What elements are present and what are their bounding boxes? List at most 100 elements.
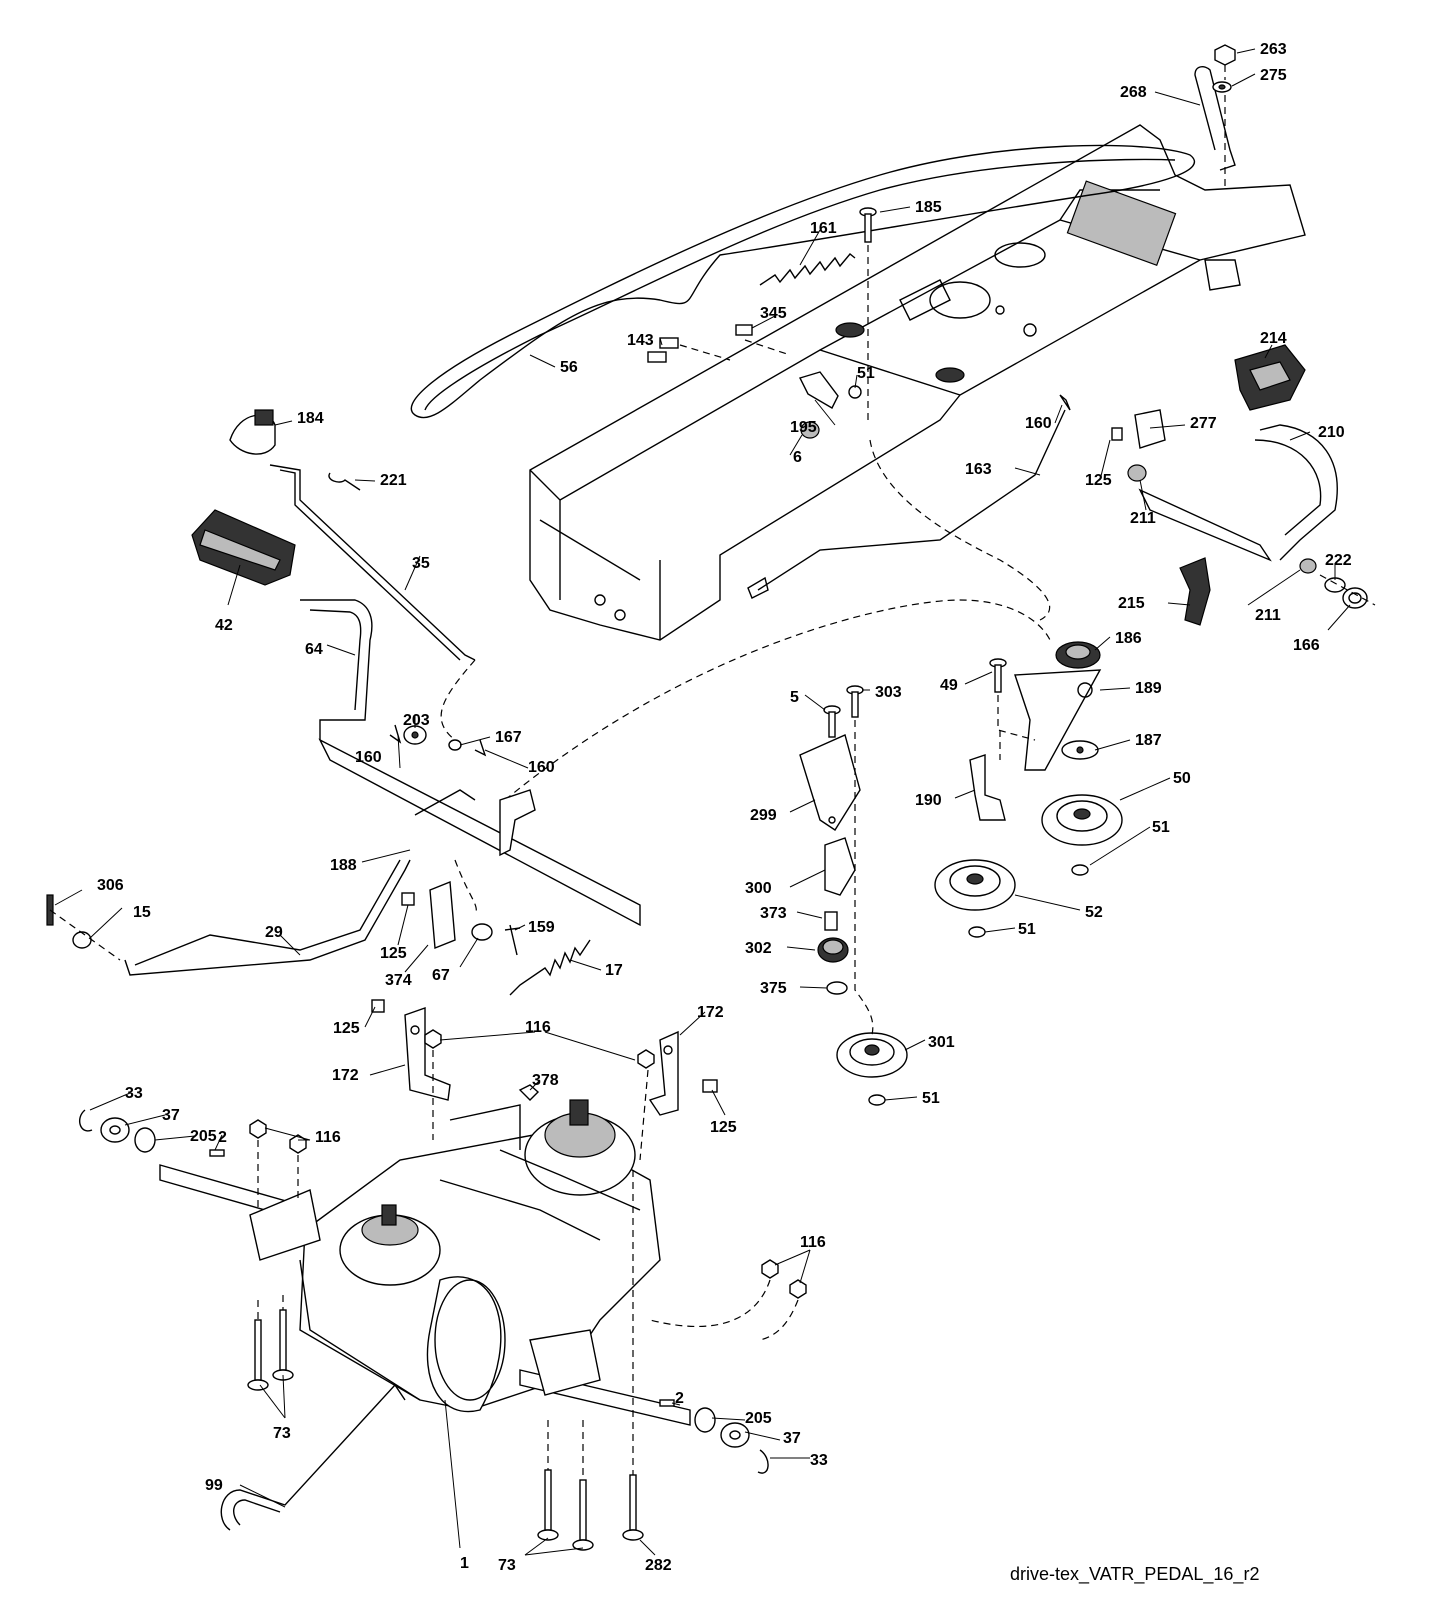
callout-166: 166 [1293, 637, 1320, 654]
rod-29 [124, 859, 411, 976]
bracket-189 [1014, 669, 1102, 771]
bolt-73-left-b [272, 1309, 294, 1381]
washer-275 [1212, 81, 1232, 93]
washer-15 [72, 931, 92, 949]
callout-205-right: 205 [745, 1410, 772, 1427]
nut-116-right-a [761, 1259, 779, 1279]
callout-2-right: 2 [675, 1390, 684, 1407]
callout-210: 210 [1318, 424, 1345, 441]
callout-373: 373 [760, 905, 787, 922]
callout-15: 15 [133, 904, 151, 921]
bracket-172-left [404, 1007, 451, 1101]
bolt-185 [859, 207, 877, 420]
callout-163: 163 [965, 461, 992, 478]
pedal-pad-42 [191, 509, 296, 586]
rod-99 [220, 1383, 406, 1531]
cotter-pin-160-mid [474, 739, 487, 757]
callout-187: 187 [1135, 732, 1162, 749]
callout-214: 214 [1260, 330, 1287, 347]
callout-35: 35 [412, 555, 430, 572]
callout-51-lower-right: 51 [1018, 921, 1036, 938]
pedal-arm-210 [1259, 424, 1338, 561]
bolt-125-right-bracket [702, 1079, 718, 1093]
callout-160-mid: 160 [528, 759, 555, 776]
shaft-assembly [1138, 488, 1272, 562]
washer-222 [1324, 577, 1346, 593]
callout-277: 277 [1190, 415, 1217, 432]
bolt-73-left-a [247, 1319, 269, 1391]
callout-125-right-bracket: 125 [710, 1119, 737, 1136]
bolt-125-left-bracket [371, 999, 385, 1013]
bushing-6 [800, 421, 820, 439]
washer-37-left [100, 1117, 130, 1143]
callout-215: 215 [1118, 595, 1145, 612]
callout-42: 42 [215, 617, 233, 634]
bolt-49 [989, 658, 1007, 693]
callout-302: 302 [745, 940, 772, 957]
nut-51-right [1071, 864, 1089, 876]
nut-51-lower-right [968, 926, 986, 938]
callout-17: 17 [605, 962, 623, 979]
callout-263: 263 [1260, 41, 1287, 58]
callout-167: 167 [495, 729, 522, 746]
callout-51-lower-center: 51 [922, 1090, 940, 1107]
bracket-195 [799, 371, 839, 409]
callout-125-mid: 125 [380, 945, 407, 962]
plate-299 [799, 734, 861, 831]
clip-33-right [757, 1449, 769, 1474]
cotter-pin-160-top [1059, 394, 1071, 411]
rod-163 [757, 409, 1066, 591]
spring-17 [509, 939, 591, 996]
washer-187 [1061, 740, 1099, 760]
callout-56: 56 [560, 359, 578, 376]
callout-2-left: 2 [218, 1129, 227, 1146]
belt-56 [410, 144, 1196, 419]
rod-35 [269, 464, 476, 661]
nut-116-right-b [789, 1279, 807, 1299]
spacer-373 [824, 911, 838, 931]
shaft-188 [318, 738, 641, 927]
callout-37-right: 37 [783, 1430, 801, 1447]
bolt-5 [823, 705, 841, 738]
callout-374: 374 [385, 972, 412, 989]
diagram-caption: drive-tex_VATR_PEDAL_16_r2 [1010, 1564, 1259, 1585]
bolt-73-bottom-a [537, 1469, 559, 1541]
callout-51-top: 51 [857, 365, 875, 382]
washer-37-right [720, 1422, 750, 1448]
bushing-211-top [1127, 464, 1147, 482]
callout-51-right: 51 [1152, 819, 1170, 836]
callout-222: 222 [1325, 552, 1352, 569]
nut-378 [518, 1084, 540, 1101]
nut-116-axle-left-b [289, 1134, 307, 1154]
bearing-302 [817, 937, 849, 963]
callout-268: 268 [1120, 84, 1147, 101]
callout-116-top: 116 [525, 1019, 551, 1036]
callout-99: 99 [205, 1477, 223, 1494]
callout-37-left: 37 [162, 1107, 180, 1124]
callout-221: 221 [380, 472, 407, 489]
callout-67: 67 [432, 967, 450, 984]
cotter-pin-160-left [389, 724, 402, 744]
callout-160-top: 160 [1025, 415, 1052, 432]
callout-211-top: 211 [1130, 510, 1156, 527]
bracket-374 [429, 880, 456, 950]
callout-125-left-bracket: 125 [333, 1020, 360, 1037]
bolt-73-bottom-b [572, 1479, 594, 1551]
callout-195: 195 [790, 419, 817, 436]
callout-29: 29 [265, 924, 283, 941]
pulley-50 [1041, 794, 1123, 846]
callout-64: 64 [305, 641, 323, 658]
callout-143: 143 [627, 332, 654, 349]
callout-160-left: 160 [355, 749, 382, 766]
washer-167 [448, 739, 462, 751]
callout-375: 375 [760, 980, 787, 997]
washer-166 [1342, 587, 1368, 609]
pulley-52 [934, 859, 1016, 911]
callout-186: 186 [1115, 630, 1142, 647]
bolt-303 [846, 685, 864, 718]
nut-263 [1214, 44, 1236, 66]
callout-189: 189 [1135, 680, 1162, 697]
callout-275: 275 [1260, 67, 1287, 84]
callout-306: 306 [97, 877, 124, 894]
